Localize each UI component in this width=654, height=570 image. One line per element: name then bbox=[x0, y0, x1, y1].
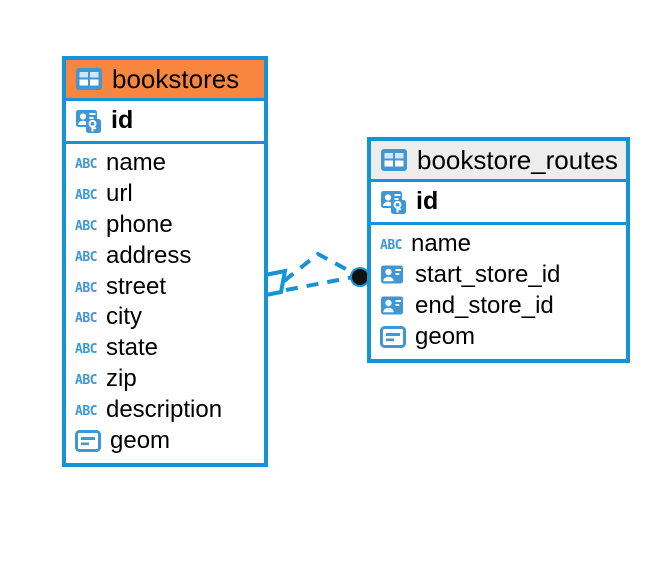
attribute-label: url bbox=[105, 179, 133, 207]
entity-bookstores-attributes: ABC name ABC url ABC phone ABC address A… bbox=[66, 144, 264, 463]
abc-text-icon: ABC bbox=[75, 280, 97, 296]
attribute-row-phone[interactable]: ABC phone bbox=[66, 210, 264, 241]
abc-text-icon: ABC bbox=[75, 342, 97, 358]
attribute-row-start-store-id[interactable]: start_store_id bbox=[371, 260, 626, 291]
geometry-icon bbox=[380, 326, 406, 349]
table-icon bbox=[380, 148, 408, 172]
attribute-row-geom[interactable]: geom bbox=[66, 426, 264, 457]
foreign-key-icon bbox=[380, 264, 406, 286]
attribute-row-end-store-id[interactable]: end_store_id bbox=[371, 291, 626, 322]
attribute-label: zip bbox=[105, 365, 137, 393]
attribute-label: description bbox=[105, 396, 223, 424]
geometry-icon bbox=[75, 430, 101, 453]
attribute-row-name[interactable]: ABC name bbox=[371, 229, 626, 260]
attribute-row-address[interactable]: ABC address bbox=[66, 241, 264, 272]
attribute-row-url[interactable]: ABC url bbox=[66, 179, 264, 210]
attribute-row-street[interactable]: ABC street bbox=[66, 272, 264, 303]
attribute-label: name bbox=[410, 230, 472, 258]
attribute-label: end_store_id bbox=[415, 291, 554, 319]
relationship-line-upper bbox=[282, 251, 356, 283]
entity-bookstores-header[interactable]: bookstores bbox=[66, 60, 264, 99]
entity-bookstore-routes[interactable]: bookstore_routes id ABC bbox=[367, 137, 630, 363]
attribute-label: start_store_id bbox=[415, 260, 561, 288]
attribute-label: state bbox=[105, 334, 159, 362]
entity-bookstores-primary-key-label: id bbox=[111, 106, 134, 135]
attribute-label: street bbox=[105, 272, 167, 300]
attribute-row-geom[interactable]: geom bbox=[371, 322, 626, 353]
abc-text-icon: ABC bbox=[75, 218, 97, 234]
abc-text-icon: ABC bbox=[75, 249, 97, 265]
filled-circle-marker bbox=[352, 269, 368, 285]
entity-bookstore-routes-primary-key-label: id bbox=[416, 187, 439, 216]
attribute-row-state[interactable]: ABC state bbox=[66, 333, 264, 364]
attribute-row-zip[interactable]: ABC zip bbox=[66, 364, 264, 395]
entity-bookstores-primary-key-row[interactable]: id bbox=[66, 98, 264, 145]
attribute-label: geom bbox=[110, 426, 171, 454]
primary-key-icon bbox=[380, 189, 407, 215]
attribute-row-name[interactable]: ABC name bbox=[66, 148, 264, 179]
abc-text-icon: ABC bbox=[75, 311, 97, 327]
entity-bookstore-routes-primary-key-row[interactable]: id bbox=[371, 179, 626, 226]
abc-text-icon: ABC bbox=[380, 238, 402, 254]
entity-bookstore-routes-attributes: ABC name start_store_id bbox=[371, 225, 626, 359]
relationship-line-lower bbox=[285, 275, 355, 292]
attribute-label: geom bbox=[415, 322, 476, 350]
attribute-row-description[interactable]: ABC description bbox=[66, 395, 264, 426]
abc-text-icon: ABC bbox=[75, 187, 97, 203]
attribute-row-city[interactable]: ABC city bbox=[66, 302, 264, 333]
abc-text-icon: ABC bbox=[75, 157, 97, 173]
attribute-label: address bbox=[105, 241, 192, 269]
table-icon bbox=[75, 67, 103, 91]
primary-key-icon bbox=[75, 108, 102, 134]
entity-bookstore-routes-title: bookstore_routes bbox=[417, 145, 618, 175]
entity-bookstore-routes-header[interactable]: bookstore_routes bbox=[371, 141, 626, 180]
abc-text-icon: ABC bbox=[75, 404, 97, 420]
foreign-key-icon bbox=[380, 295, 406, 317]
entity-bookstores-title: bookstores bbox=[112, 64, 240, 94]
attribute-label: phone bbox=[105, 210, 173, 238]
attribute-label: name bbox=[105, 149, 167, 177]
abc-text-icon: ABC bbox=[75, 373, 97, 389]
entity-bookstores[interactable]: bookstores id ABC bbox=[62, 56, 268, 467]
attribute-label: city bbox=[105, 303, 142, 331]
